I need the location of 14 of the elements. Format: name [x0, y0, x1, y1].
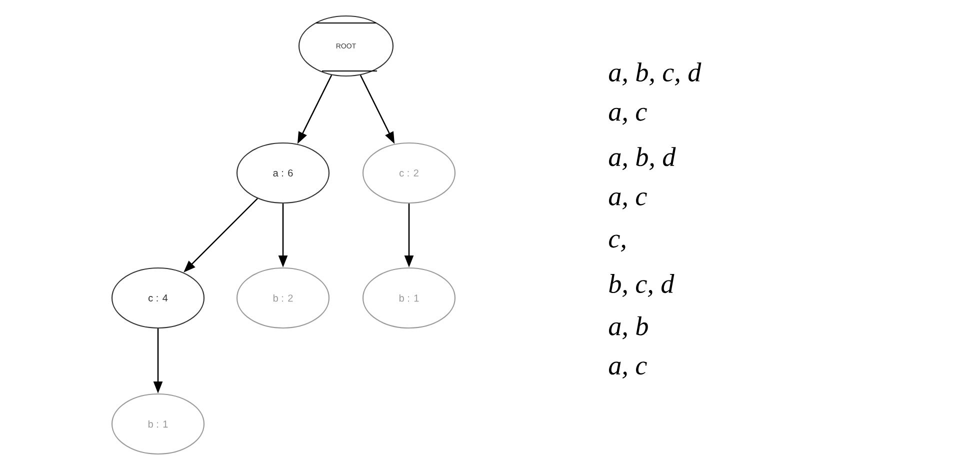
tree-node: c : 4 [111, 267, 205, 329]
tree-node: b : 1 [362, 267, 456, 329]
itemset-label: a, c [609, 192, 647, 210]
itemset-label: a, c [609, 362, 647, 379]
itemset-label: c, [609, 234, 626, 252]
tree-node: b : 1 [111, 393, 205, 455]
tree-node: c : 2 [362, 142, 456, 204]
itemset-label: a, b, c, d [609, 62, 702, 86]
tree-node: a : 6 [236, 142, 330, 204]
itemset-label: a, c [609, 108, 647, 125]
itemset-label: a, b [609, 316, 648, 340]
itemset-label: a, b, d [609, 147, 676, 170]
itemset-label: b, c, d [609, 274, 674, 297]
tree-node: b : 2 [236, 267, 330, 329]
